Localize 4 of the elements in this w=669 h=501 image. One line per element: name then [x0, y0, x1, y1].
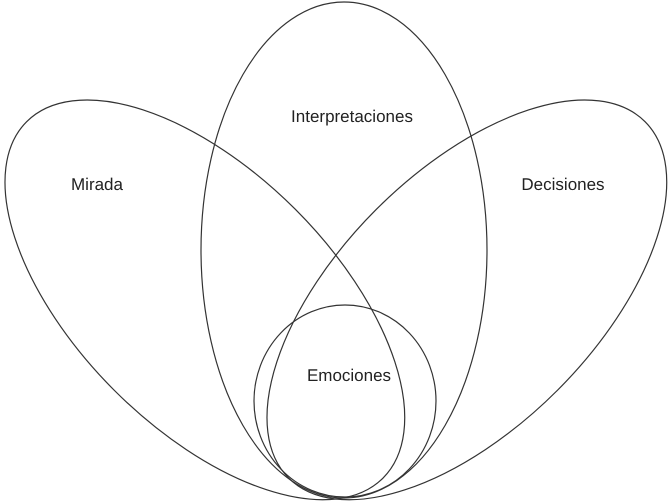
set-label: Emociones	[306, 366, 392, 386]
set-label: Interpretaciones	[291, 107, 413, 127]
set-label: Decisiones	[521, 174, 605, 195]
set-label: Mirada	[71, 174, 123, 195]
